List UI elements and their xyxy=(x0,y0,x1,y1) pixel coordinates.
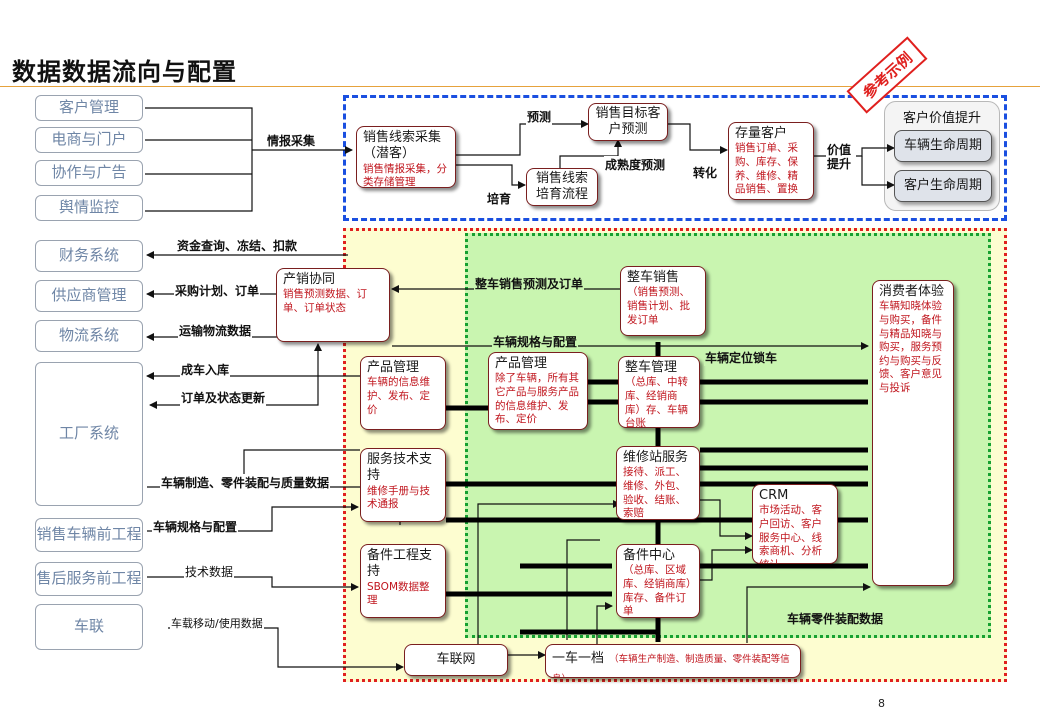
node-product-mgmt-2-title: 产品管理 xyxy=(495,356,548,371)
label-vehicle-forecast-order: 整车销售预测及订单 xyxy=(474,275,585,292)
node-one-vehicle-file-detail: （车辆生产制造、制造质量、零件装配等信息） xyxy=(552,654,790,677)
node-lifecycle-customer-title: 客户生命周期 xyxy=(903,177,982,193)
label-spec-config: 车辆规格与配置 xyxy=(492,333,579,350)
system-aftersales-eng: 售后服务前工程 xyxy=(35,562,143,596)
title-rule xyxy=(0,86,1040,87)
system-ecommerce-portal: 电商与门户 xyxy=(35,127,143,153)
node-sales-target: 销售目标客户预测 xyxy=(588,103,668,141)
label-fund-query: 资金查询、冻结、扣款 xyxy=(176,237,299,254)
node-product-mgmt-2-detail: 除了车辆，所有其它产品与服务产品的信息维护、发布、定价 xyxy=(495,372,579,426)
node-existing-customer: 存量客户 销售订单、采购、库存、保养、维修、精品销售、置换 xyxy=(728,122,814,200)
label-intel-collect: 情报采集 xyxy=(266,132,317,149)
node-consumer-detail: 车辆知晓体验与购买，备件与精品知晓与购买，服务预约与购买与反馈、客户意见与投诉 xyxy=(879,300,942,395)
node-telematics-net: 车联网 xyxy=(404,644,508,676)
node-one-vehicle-file: 一车一档 （车辆生产制造、制造质量、零件装配等信息） xyxy=(545,644,801,678)
node-vehicle-mgmt: 整车管理 （总库、中转库、经销商库）存、车辆台账 xyxy=(618,356,700,428)
node-consumer-title: 消费者体验 xyxy=(879,284,945,299)
label-spec-config-2: 车辆规格与配置 xyxy=(152,518,239,535)
node-parts-center: 备件中心 （总库、区域库、经销商库）库存、备件订单 xyxy=(616,544,700,618)
node-product-mgmt-title: 产品管理 xyxy=(367,360,420,375)
node-service-tech: 服务技术支持 维修手册与技术通报 xyxy=(360,448,446,522)
node-product-mgmt: 产品管理 车辆的信息维护、发布、定价 xyxy=(360,356,446,430)
node-lead-nurture-title: 销售线索培育流程 xyxy=(535,170,588,202)
node-vehicle-sales-title: 整车销售 xyxy=(627,270,680,285)
node-vehicle-sales-detail: （销售预测、销售计划、批发订单 xyxy=(627,286,690,326)
label-finished-inbound: 成车入库 xyxy=(180,361,231,378)
node-telematics-net-title: 车联网 xyxy=(436,651,476,667)
system-collab-ads: 协作与广告 xyxy=(35,160,143,186)
node-one-vehicle-file-title: 一车一档 xyxy=(552,651,605,666)
node-sales-coord-detail: 销售预测数据、订单、订单状态 xyxy=(283,288,367,314)
node-sales-target-title: 销售目标客户预测 xyxy=(595,105,661,137)
node-repair-station-title: 维修站服务 xyxy=(623,450,689,465)
page-number: 8 xyxy=(878,697,885,710)
node-service-tech-detail: 维修手册与技术通报 xyxy=(367,484,430,511)
label-transport-data: 运输物流数据 xyxy=(178,322,253,339)
page-title: 数据数据流向与配置 xyxy=(12,58,237,86)
system-public-opinion: 舆情监控 xyxy=(35,195,143,221)
node-lifecycle-customer: 客户生命周期 xyxy=(894,170,992,202)
label-value-up: 价值提升 xyxy=(826,143,856,172)
node-parts-engineering-title: 备件工程支持 xyxy=(367,548,433,580)
system-telematics: 车联 xyxy=(35,604,143,650)
label-conversion: 转化 xyxy=(692,164,719,181)
label-order-status-update: 订单及状态更新 xyxy=(180,389,267,406)
node-existing-customer-detail: 销售订单、采购、库存、保养、维修、精品销售、置换 xyxy=(735,142,798,196)
customer-value-header: 客户价值提升 xyxy=(903,111,982,126)
node-consumer: 消费者体验 车辆知晓体验与购买，备件与精品知晓与购买，服务预约与购买与反馈、客户… xyxy=(872,280,954,586)
system-logistics: 物流系统 xyxy=(35,320,143,352)
node-lifecycle-vehicle: 车辆生命周期 xyxy=(894,130,992,162)
label-nurture: 培育 xyxy=(486,190,513,207)
node-sales-coord-title: 产销协同 xyxy=(283,272,336,287)
node-existing-customer-title: 存量客户 xyxy=(735,126,788,141)
node-crm-detail: 市场活动、客户回访、客户服务中心、线索商机、分析统计 xyxy=(759,504,822,563)
node-parts-engineering-detail: SBOM数据整理 xyxy=(367,580,430,607)
label-mobile-usage: 车载移动/使用数据 xyxy=(170,615,264,631)
label-tech-data: 技术数据 xyxy=(184,563,235,580)
system-supplier-mgmt: 供应商管理 xyxy=(35,280,143,312)
node-repair-station-detail: 接待、派工、维修、外包、验收、结账、索赔 xyxy=(623,466,686,520)
system-presales-eng: 销售车辆前工程 xyxy=(35,518,143,552)
label-location-lock: 车辆定位锁车 xyxy=(704,349,779,366)
node-lead-collect-detail: 销售情报采集，分类存储管理 xyxy=(363,162,447,188)
label-maturity-forecast: 成熟度预测 xyxy=(604,156,667,173)
lead-region xyxy=(343,95,1007,221)
node-vehicle-mgmt-title: 整车管理 xyxy=(625,360,678,375)
label-forecast: 预测 xyxy=(526,108,553,125)
node-crm-title: CRM xyxy=(759,488,789,503)
node-parts-center-title: 备件中心 xyxy=(623,548,676,563)
node-lead-collect-title: 销售线索采集（潜客） xyxy=(363,130,442,162)
node-parts-center-detail: （总库、区域库、经销商库）库存、备件订单 xyxy=(623,564,692,618)
system-customer-mgmt: 客户管理 xyxy=(35,95,143,121)
node-vehicle-mgmt-detail: （总库、中转库、经销商库）存、车辆台账 xyxy=(625,376,688,428)
label-parts-assembly: 车辆零件装配数据 xyxy=(786,610,885,627)
node-lead-nurture: 销售线索培育流程 xyxy=(526,168,598,206)
node-parts-engineering: 备件工程支持 SBOM数据整理 xyxy=(360,544,446,618)
node-sales-coord: 产销协同 销售预测数据、订单、订单状态 xyxy=(276,268,390,342)
label-manufacturing-quality: 车辆制造、零件装配与质量数据 xyxy=(160,474,331,491)
system-finance: 财务系统 xyxy=(35,240,143,272)
node-lead-collect: 销售线索采集（潜客） 销售情报采集，分类存储管理 xyxy=(356,126,456,188)
node-repair-station: 维修站服务 接待、派工、维修、外包、验收、结账、索赔 xyxy=(616,446,700,520)
node-product-mgmt-2: 产品管理 除了车辆，所有其它产品与服务产品的信息维护、发布、定价 xyxy=(488,352,588,430)
system-factory: 工厂系统 xyxy=(35,362,143,506)
label-purchase-plan: 采购计划、订单 xyxy=(174,282,261,299)
node-product-mgmt-detail: 车辆的信息维护、发布、定价 xyxy=(367,376,430,416)
node-crm: CRM 市场活动、客户回访、客户服务中心、线索商机、分析统计 xyxy=(752,484,838,564)
node-vehicle-sales: 整车销售 （销售预测、销售计划、批发订单 xyxy=(620,266,706,336)
node-lifecycle-vehicle-title: 车辆生命周期 xyxy=(903,137,982,153)
node-service-tech-title: 服务技术支持 xyxy=(367,452,433,484)
